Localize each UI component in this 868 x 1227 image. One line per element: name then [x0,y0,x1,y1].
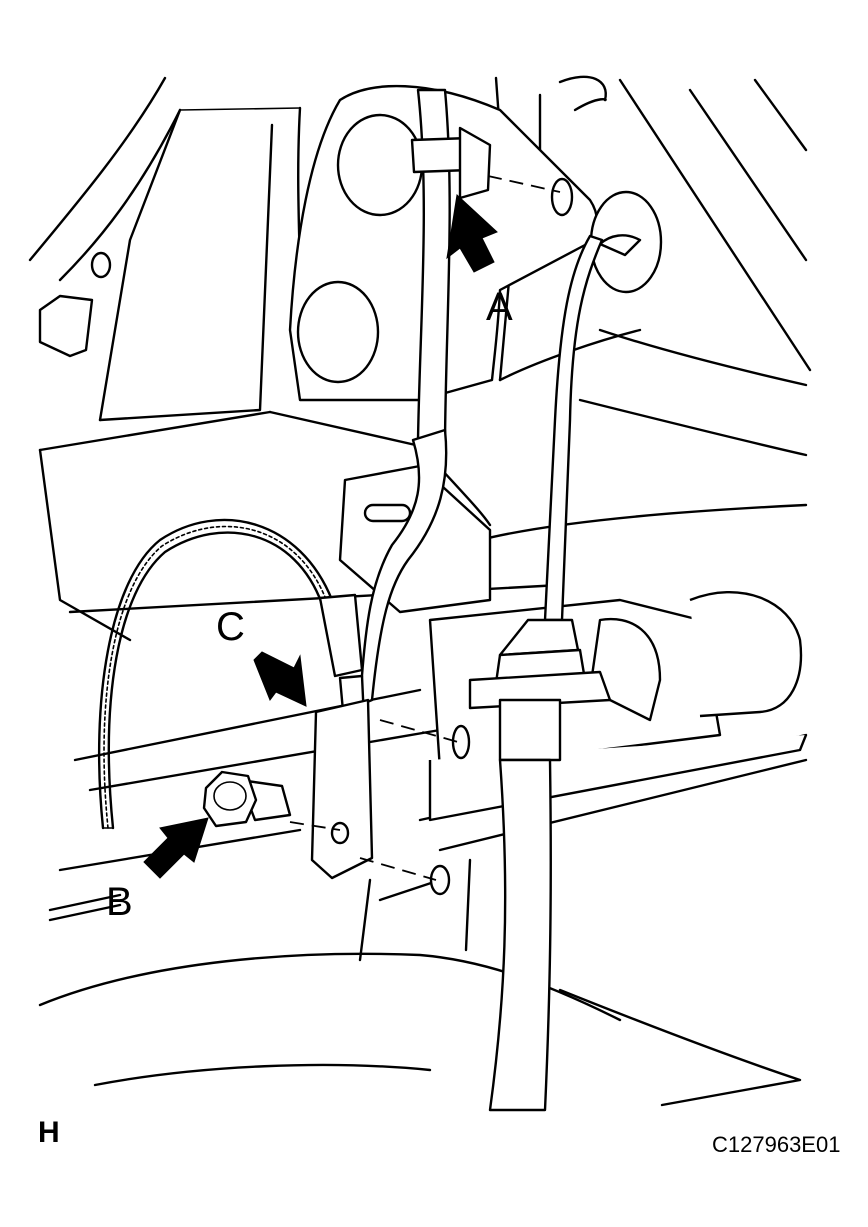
callout-c: C [216,605,245,649]
callout-b-arrow [143,817,209,879]
wire-harness [97,518,334,830]
view-letter: H [38,1116,60,1149]
callout-c-arrow [253,651,307,707]
callout-a: A [486,285,513,329]
alignment-lines [289,175,561,881]
sensor-cable [358,88,663,707]
callout-b: B [106,880,133,924]
mounting-bracket [38,84,599,402]
callout-a-arrow [446,193,498,273]
harness-clamp [310,593,374,880]
bolt [202,770,292,828]
brake-cable [468,234,612,1112]
figure-code: C127963E01 [712,1132,841,1157]
